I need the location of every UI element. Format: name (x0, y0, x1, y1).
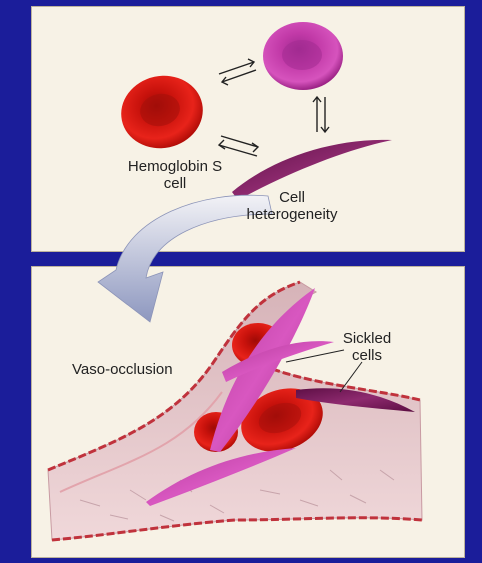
equilibrium-arrows-bottom (219, 136, 258, 156)
hemoglobin-s-label: Hemoglobin S cell (120, 158, 230, 192)
hemoglobin-s-cell (114, 68, 209, 155)
cell-heterogeneity-label: Cell heterogeneity (232, 189, 352, 223)
equilibrium-arrows-vertical (313, 97, 329, 132)
equilibrium-arrows-top (219, 59, 256, 85)
dense-cell (263, 22, 343, 90)
sickled-cells-label: Sickled cells (332, 330, 402, 364)
vaso-occlusion-label: Vaso-occlusion (72, 361, 173, 378)
